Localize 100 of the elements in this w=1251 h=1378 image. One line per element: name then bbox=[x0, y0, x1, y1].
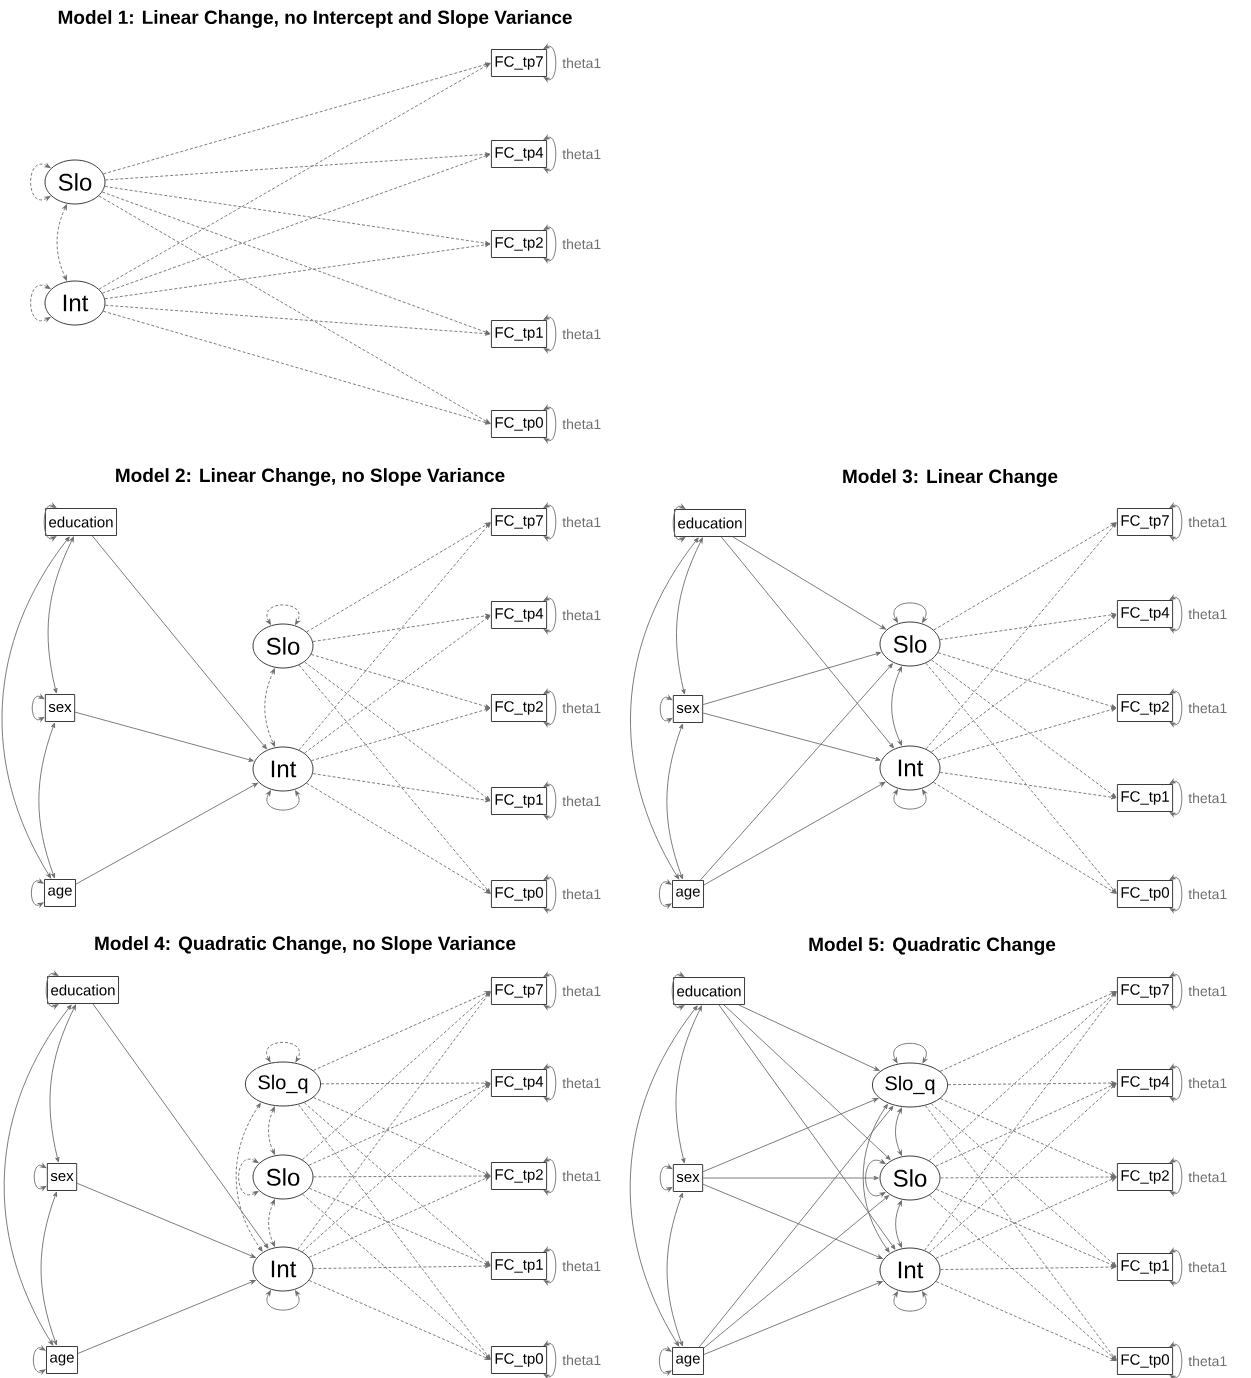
path-arrow bbox=[310, 653, 491, 709]
edge-label: theta1 bbox=[1188, 985, 1227, 997]
path-arrow bbox=[939, 991, 1117, 1072]
path-arrow bbox=[939, 771, 1117, 800]
variance-loop bbox=[238, 1158, 259, 1196]
observed-variable-box: FC_tp7 bbox=[490, 508, 548, 536]
covariance-arrow bbox=[47, 536, 74, 694]
edge-label: theta1 bbox=[562, 795, 601, 807]
covariance-arrow bbox=[268, 1199, 276, 1247]
observed-variable-box: FC_tp4 bbox=[490, 140, 548, 168]
observed-variable-box: education bbox=[47, 976, 119, 1004]
edge-label: theta1 bbox=[562, 609, 601, 621]
edge-label: theta1 bbox=[562, 328, 601, 340]
observed-variable-box: FC_tp1 bbox=[490, 1252, 548, 1280]
variance-loop bbox=[672, 504, 686, 542]
path-arrow bbox=[91, 535, 267, 750]
variance-loop bbox=[543, 972, 557, 1010]
path-arrow bbox=[308, 1187, 491, 1266]
path-arrow bbox=[101, 153, 491, 294]
path-arrow bbox=[306, 782, 491, 894]
covariance-arrow bbox=[38, 722, 56, 879]
covariance-arrow bbox=[264, 668, 276, 747]
edge-label: theta1 bbox=[562, 238, 601, 250]
variance-loop bbox=[1169, 972, 1183, 1010]
observed-variable-box: education bbox=[45, 508, 117, 536]
observed-variable-box: FC_tp0 bbox=[1116, 880, 1174, 908]
path-arrow bbox=[924, 991, 1117, 1251]
observed-variable-box: education bbox=[673, 977, 745, 1005]
path-arrow bbox=[699, 663, 893, 881]
path-arrow bbox=[702, 1175, 879, 1181]
edge-label: theta1 bbox=[562, 888, 601, 900]
path-arrow bbox=[931, 659, 1117, 798]
variance-loop bbox=[658, 880, 672, 908]
variance-loop bbox=[266, 790, 300, 811]
variance-loop bbox=[1169, 1064, 1183, 1102]
observed-variable-box: age bbox=[46, 1346, 78, 1374]
covariance-arrow bbox=[891, 666, 903, 746]
path-arrow bbox=[703, 1195, 890, 1349]
path-arrow bbox=[308, 1280, 491, 1360]
variance-loop bbox=[543, 503, 557, 541]
path-arrow bbox=[304, 615, 491, 754]
edge-label: theta1 bbox=[1188, 1355, 1227, 1367]
observed-variable-box: FC_tp0 bbox=[490, 410, 548, 438]
covariance-arrow bbox=[49, 1004, 76, 1163]
path-arrow bbox=[720, 536, 894, 749]
covariance-arrow bbox=[862, 1103, 890, 1253]
covariance-arrow bbox=[630, 1005, 698, 1347]
observed-variable-box: age bbox=[672, 880, 704, 908]
panel-title: Model 5: Quadratic Change bbox=[809, 937, 1056, 955]
variance-loop bbox=[543, 225, 557, 263]
path-arrow bbox=[702, 712, 881, 762]
observed-variable-box: age bbox=[44, 879, 76, 907]
path-arrow bbox=[104, 304, 491, 336]
edge-label: theta1 bbox=[1188, 888, 1227, 900]
variance-loop bbox=[266, 1041, 300, 1063]
path-arrow bbox=[703, 781, 886, 886]
path-arrow bbox=[98, 195, 491, 424]
path-arrow bbox=[76, 1182, 256, 1258]
variance-loop bbox=[543, 405, 557, 443]
covariance-arrow bbox=[1, 536, 70, 879]
path-arrow bbox=[297, 991, 491, 1250]
variance-loop bbox=[1169, 1248, 1183, 1286]
covariance-arrow bbox=[666, 1192, 684, 1347]
variance-loop bbox=[266, 1290, 300, 1311]
edge-label: theta1 bbox=[562, 985, 601, 997]
path-arrow bbox=[104, 152, 491, 181]
edge-label: theta1 bbox=[1188, 1077, 1227, 1089]
path-arrow bbox=[935, 1177, 1117, 1259]
covariance-arrow bbox=[235, 1102, 263, 1252]
path-arrow bbox=[301, 1083, 491, 1253]
variance-loop bbox=[33, 1163, 47, 1191]
panel-title: Model 3: Linear Change bbox=[843, 469, 1058, 487]
variance-loop bbox=[543, 135, 557, 173]
variance-loop bbox=[893, 789, 927, 810]
observed-variable-box: FC_tp2 bbox=[1116, 694, 1174, 722]
path-arrow bbox=[308, 1083, 491, 1166]
covariance-arrow bbox=[268, 1106, 276, 1155]
path-arrow bbox=[313, 1097, 491, 1176]
observed-variable-box: sex bbox=[46, 1163, 78, 1191]
path-arrow bbox=[77, 1280, 256, 1354]
path-arrow bbox=[301, 991, 491, 1161]
variance-loop bbox=[543, 1157, 557, 1195]
path-arrow bbox=[74, 711, 254, 762]
path-arrow bbox=[101, 191, 491, 335]
edge-label: theta1 bbox=[562, 1354, 601, 1366]
observed-variable-box: FC_tp2 bbox=[1116, 1163, 1174, 1191]
panel-title: Model 1: Linear Change, no Intercept and Slope Variance bbox=[58, 10, 572, 28]
edge-label: theta1 bbox=[1188, 1171, 1227, 1183]
variance-loop bbox=[659, 695, 673, 723]
covariance-arrow bbox=[4, 1004, 72, 1346]
variance-loop bbox=[543, 689, 557, 727]
observed-variable-box: FC_tp1 bbox=[1116, 784, 1174, 812]
variance-loop bbox=[1169, 503, 1183, 541]
observed-variable-box: FC_tp1 bbox=[490, 787, 548, 815]
variance-loop bbox=[543, 596, 557, 634]
observed-variable-box: FC_tp4 bbox=[490, 1069, 548, 1097]
edge-label: theta1 bbox=[562, 57, 601, 69]
observed-variable-box: FC_tp0 bbox=[1116, 1347, 1174, 1375]
variance-loop bbox=[32, 1346, 46, 1374]
path-arrow bbox=[298, 664, 491, 894]
